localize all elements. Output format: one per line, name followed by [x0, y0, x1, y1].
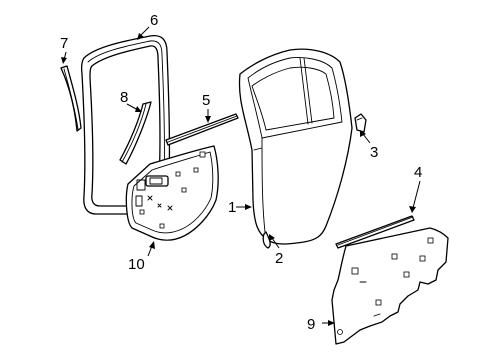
- callout-8: 8: [120, 89, 128, 106]
- callout-4: 4: [414, 164, 422, 181]
- part-6-weatherstrip: [80, 34, 171, 215]
- callout-7: 7: [60, 35, 68, 52]
- callout-leaders: [61, 26, 421, 326]
- part-8-channel: [119, 101, 152, 165]
- part-3-fastener: [354, 113, 367, 133]
- callout-9: 9: [307, 316, 315, 333]
- callout-2: 2: [275, 250, 283, 267]
- part-9-deflector: [331, 227, 449, 345]
- part-4-lower-strip: [335, 215, 415, 249]
- callout-1: 1: [228, 199, 236, 216]
- callout-6: 6: [150, 12, 158, 29]
- callout-5: 5: [202, 92, 210, 109]
- callout-3: 3: [370, 144, 378, 161]
- callout-10: 10: [128, 256, 145, 273]
- part-1-door-shell: [238, 48, 353, 249]
- part-7-molding: [60, 65, 82, 132]
- part-5-belt-strip: [165, 113, 239, 146]
- part-10-trim-panel: [125, 145, 219, 241]
